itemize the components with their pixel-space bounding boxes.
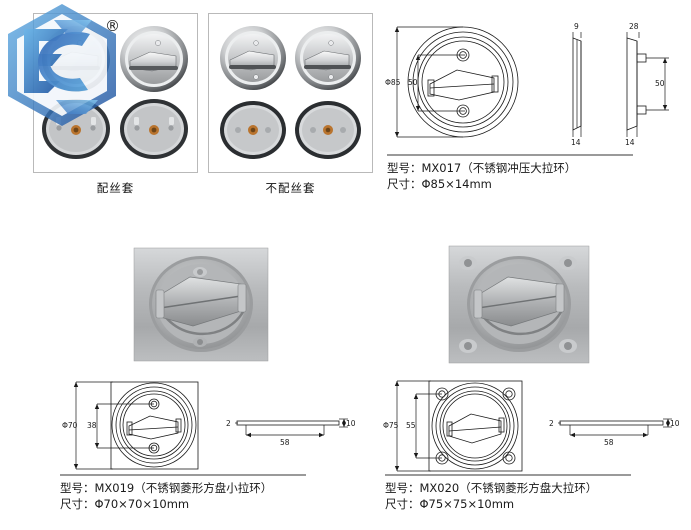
dim-mx020-diameter: Φ75 (383, 421, 399, 430)
dim-mx020-ring-width: 58 (604, 438, 614, 447)
spec-mx019: 型号：MX019（不锈钢菱形方盘小拉环） 尺寸：Φ70×70×10mm (60, 480, 272, 512)
dim-mx019-depth: 10 (346, 419, 356, 428)
spec-mx019-model-label: 型号： (60, 481, 95, 495)
divider-mx017 (387, 154, 633, 156)
spec-mx020-model: MX020（不锈钢菱形方盘大拉环） (419, 481, 598, 495)
spec-mx017-model-label: 型号： (387, 161, 422, 175)
dim-mx020-plate-thickness: 2 (549, 419, 554, 428)
dim-mx019-hole-spacing: 38 (87, 421, 97, 430)
spec-mx020: 型号：MX020（不锈钢菱形方盘大拉环） 尺寸：Φ75×75×10mm (385, 480, 597, 512)
registered-trademark-icon: ® (105, 17, 120, 35)
spec-mx017-model: MX017（不锈钢冲压大拉环） (421, 161, 577, 175)
dim-mx017-edge-thickness: 9 (574, 22, 579, 31)
photo-frame-with-sleeve (33, 13, 198, 173)
product-photo-mx020 (405, 238, 650, 370)
spec-mx017-size-label: 尺寸： (387, 177, 422, 191)
spec-mx019-size-label: 尺寸： (60, 497, 95, 511)
spec-mx017-size: Φ85×14mm (421, 177, 492, 191)
dim-mx020-depth: 10 (670, 419, 680, 428)
photo-group-with-sleeve-image (42, 26, 188, 159)
product-photo-mx019 (78, 238, 323, 370)
spec-mx020-model-label: 型号： (385, 481, 420, 495)
photo-frame-without-sleeve (208, 13, 373, 173)
dim-mx017-diameter: Φ85 (385, 78, 401, 87)
dim-mx020-hole-spacing: 55 (406, 421, 416, 430)
dim-mx017-hole-spacing: 50 (408, 78, 418, 87)
drawing-mx019: Φ70 38 2 58 10 (58, 378, 356, 473)
divider-mx020 (385, 474, 631, 476)
caption-without-sleeve: 不配丝套 (265, 181, 316, 195)
drawing-mx017: Φ85 50 9 14 28 (385, 18, 681, 148)
caption-with-sleeve: 配丝套 (96, 181, 135, 195)
dim-mx017-flange-thickness-right: 14 (625, 138, 635, 147)
dim-mx019-plate-thickness: 2 (226, 419, 231, 428)
dim-mx019-ring-width: 58 (280, 438, 290, 447)
spec-mx020-size-label: 尺寸： (385, 497, 420, 511)
dim-mx017-body-thickness: 28 (629, 22, 639, 31)
photo-group-without-sleeve-image (220, 26, 361, 159)
dim-mx019-diameter: Φ70 (62, 421, 78, 430)
spec-mx019-model: MX019（不锈钢菱形方盘小拉环） (94, 481, 273, 495)
spec-mx020-size: Φ75×75×10mm (419, 497, 515, 511)
divider-mx019 (60, 474, 306, 476)
spec-mx017: 型号：MX017（不锈钢冲压大拉环） 尺寸：Φ85×14mm (387, 160, 576, 192)
dim-mx017-side-spacing: 50 (655, 79, 665, 88)
drawing-mx020: Φ75 55 2 58 10 (383, 378, 680, 473)
spec-mx019-size: Φ70×70×10mm (94, 497, 190, 511)
dim-mx017-flange-thickness-left: 14 (571, 138, 581, 147)
